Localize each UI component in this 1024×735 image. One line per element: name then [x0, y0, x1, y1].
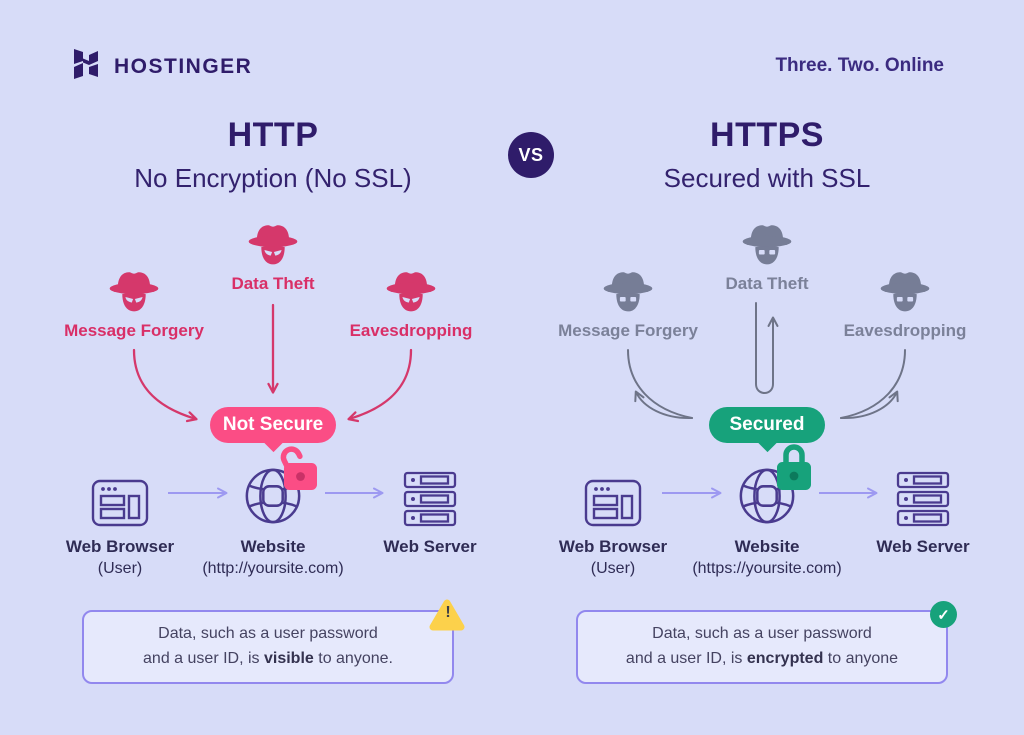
not-secure-badge: Not Secure — [210, 407, 336, 443]
hacker-icon — [321, 270, 501, 315]
note-line1: Data, such as a user password — [158, 625, 378, 643]
threat-label: Message Forgery — [558, 321, 698, 340]
node-sublabel: (http://yoursite.com) — [202, 560, 344, 577]
tagline: Three. Two. Online — [775, 55, 944, 76]
threat-eavesdropping-https: Eavesdropping — [815, 270, 995, 341]
brand: HOSTINGER — [70, 48, 252, 85]
node-sublabel: (https://yoursite.com) — [692, 560, 842, 577]
threat-label: Data Theft — [231, 274, 315, 293]
http-subtitle: No Encryption (No SSL) — [134, 163, 412, 193]
http-title: HTTP — [227, 116, 319, 154]
hacker-icon — [183, 223, 363, 268]
node-label: Web Server — [876, 537, 970, 556]
hacker-icon — [44, 270, 224, 315]
server-icon — [823, 465, 1023, 527]
https-subtitle: Secured with SSL — [663, 163, 871, 193]
node-website-https: Website (https://yoursite.com) — [667, 465, 867, 578]
note-line2: and a user ID, is visible to anyone. — [143, 650, 393, 667]
hacker-icon — [815, 270, 995, 315]
node-sublabel: (User) — [97, 560, 143, 577]
secured-badge: Secured — [709, 407, 825, 443]
browser-icon — [20, 465, 220, 527]
https-note-box: Data, such as a user password and a user… — [576, 610, 948, 684]
server-icon — [330, 465, 530, 527]
https-title: HTTPS — [710, 116, 824, 154]
node-label: Web Browser — [65, 537, 175, 556]
threat-label: Data Theft — [725, 274, 809, 293]
open-padlock-icon — [274, 441, 326, 498]
http-heading: HTTP No Encryption (No SSL) — [73, 116, 473, 194]
closed-padlock-icon — [768, 439, 820, 498]
http-note-box: Data, such as a user password and a user… — [82, 610, 454, 684]
globe-icon — [173, 465, 373, 527]
https-heading: HTTPS Secured with SSL — [567, 116, 967, 194]
note-line2: and a user ID, is encrypted to anyone — [625, 650, 899, 667]
hacker-icon — [677, 223, 857, 268]
warning-icon — [429, 599, 465, 638]
node-sublabel: (User) — [590, 560, 636, 577]
node-web-server-https: Web Server — [823, 465, 1023, 557]
threat-data-theft-https: Data Theft — [677, 223, 857, 294]
browser-icon — [513, 465, 713, 527]
threat-label: Eavesdropping — [349, 321, 473, 340]
check-icon: ✓ — [930, 601, 957, 628]
threat-label: Message Forgery — [64, 321, 204, 340]
node-web-browser-https: Web Browser (User) — [513, 465, 713, 578]
threat-label: Eavesdropping — [843, 321, 967, 340]
note-line1: Data, such as a user password — [652, 625, 872, 643]
hostinger-logo-icon — [70, 48, 102, 85]
brand-name: HOSTINGER — [114, 54, 253, 78]
vs-badge: VS — [508, 132, 554, 178]
threat-eavesdropping-http: Eavesdropping — [321, 270, 501, 341]
hacker-icon — [538, 270, 718, 315]
node-label: Website — [734, 537, 800, 556]
node-web-server-http: Web Server — [330, 465, 530, 557]
threat-data-theft-http: Data Theft — [183, 223, 363, 294]
threat-message-forgery-https: Message Forgery — [538, 270, 718, 341]
node-label: Web Server — [383, 537, 477, 556]
warning-glyph: ! — [445, 604, 451, 621]
node-label: Website — [240, 537, 306, 556]
threat-message-forgery-http: Message Forgery — [44, 270, 224, 341]
node-web-browser-http: Web Browser (User) — [20, 465, 220, 578]
node-label: Web Browser — [558, 537, 668, 556]
node-website-http: Website (http://yoursite.com) — [173, 465, 373, 578]
